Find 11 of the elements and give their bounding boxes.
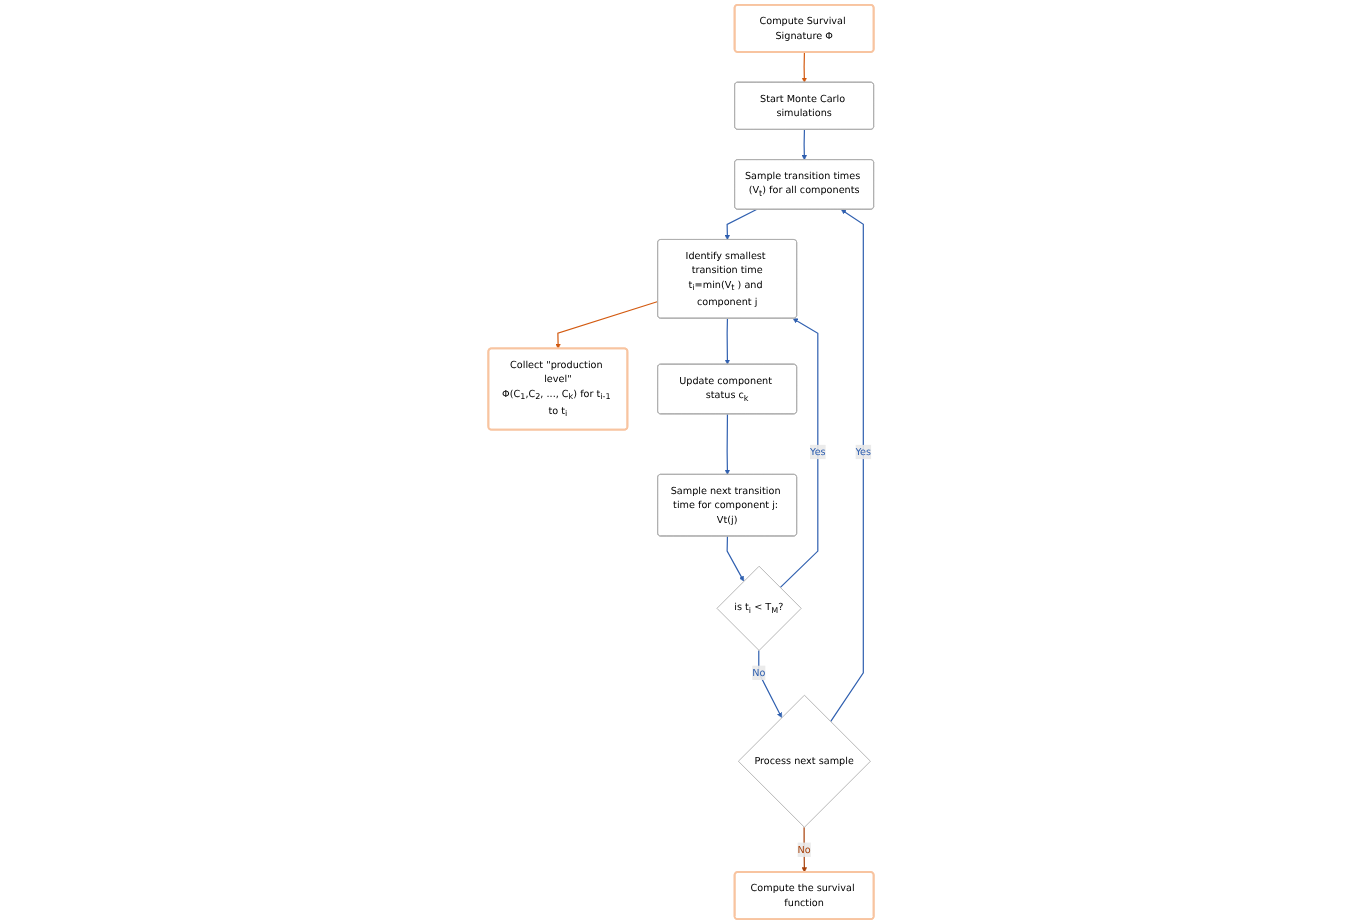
arrow bbox=[830, 209, 864, 723]
arrow bbox=[758, 649, 782, 718]
arrow bbox=[724, 208, 758, 241]
arrow bbox=[726, 535, 745, 582]
arrow bbox=[724, 413, 731, 475]
arrow bbox=[801, 51, 807, 83]
arrow bbox=[724, 317, 731, 365]
arrow bbox=[555, 300, 659, 349]
arrow bbox=[779, 318, 819, 589]
arrow bbox=[801, 129, 807, 161]
arrow bbox=[801, 826, 807, 873]
